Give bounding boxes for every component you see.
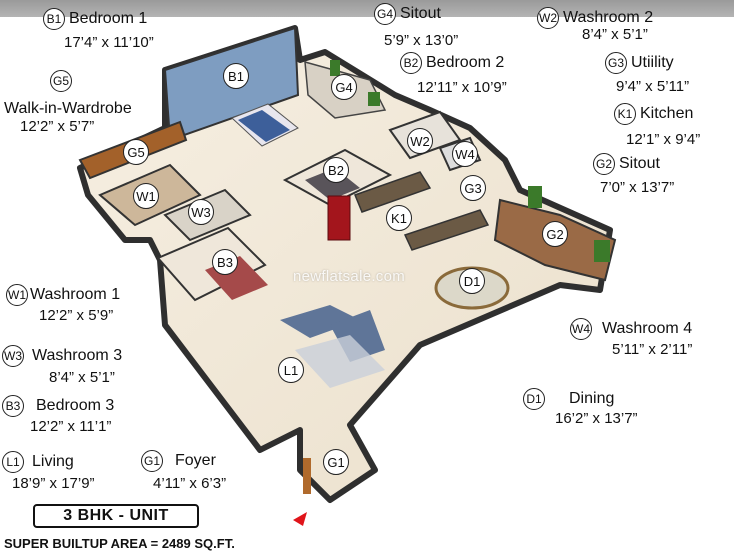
badge-w1: W1 (6, 284, 28, 306)
kitchen-counter-2 (403, 209, 490, 251)
floor-slab (77, 25, 613, 503)
legend-g1-name: Foyer (175, 452, 216, 469)
legend-b2-dims: 12’11” x 10’9” (417, 79, 507, 96)
legend-g5-dims: 12’2” x 5’7” (20, 118, 95, 135)
watermark: newflatsale.com (293, 268, 406, 285)
legend-b3: B3 Bedroom 3 (2, 395, 114, 417)
legend-g1-dims: 4’11” x 6’3” (153, 475, 227, 492)
legend-g3-name: Utiility (631, 54, 674, 71)
legend-g2-name: Sitout (619, 155, 660, 172)
legend-g5-name: Walk-in-Wardrobe (4, 100, 132, 117)
badge-b2: B2 (400, 52, 422, 74)
legend-w4-name: Washroom 4 (602, 320, 693, 337)
badge-w4: W4 (570, 318, 592, 340)
legend-d1-dims: 16’2” x 13’7” (555, 410, 638, 427)
tag-b2: B2 (323, 157, 349, 183)
legend-g4-name: Sitout (400, 5, 441, 22)
tag-w1: W1 (133, 183, 159, 209)
legend-l1: L1 Living (2, 451, 74, 473)
legend-w3-dims: 8’4” x 5’1” (49, 369, 115, 386)
tag-g2: G2 (542, 221, 568, 247)
legend-w2-dims: 8’4” x 5’1” (582, 26, 648, 43)
badge-k1: K1 (614, 103, 636, 125)
legend-b1-dims: 17’4” x 11’10” (64, 34, 154, 51)
legend-k1-dims: 12’1” x 9’4” (626, 131, 701, 148)
legend-l1-dims: 18’9” x 17’9” (12, 475, 95, 492)
legend-k1-name: Kitchen (640, 105, 694, 122)
badge-b1: B1 (43, 8, 65, 30)
tag-b3: B3 (212, 249, 238, 275)
living-rug (295, 335, 385, 388)
legend-b3-dims: 12’2” x 11’1” (30, 418, 112, 435)
badge-b3: B3 (2, 395, 24, 417)
tag-w2: W2 (407, 128, 433, 154)
legend-g2-dims: 7’0” x 13’7” (600, 179, 675, 196)
badge-g2: G2 (593, 153, 615, 175)
badge-w3: W3 (2, 345, 24, 367)
legend-b3-name: Bedroom 3 (36, 397, 115, 414)
legend-w4: W4 Washroom 4 (570, 318, 692, 340)
tag-g3: G3 (460, 175, 486, 201)
legend-w3-name: Washroom 3 (32, 347, 123, 364)
legend-b1-name: Bedroom 1 (69, 10, 148, 27)
badge-g3: G3 (605, 52, 627, 74)
tag-w3: W3 (188, 199, 214, 225)
legend-d1-name: Dining (569, 390, 615, 407)
kitchen-counter (354, 171, 432, 213)
legend-d1: D1 Dining (523, 388, 614, 410)
super-builtup-area: SUPER BUILTUP AREA = 2489 SQ.FT. (4, 536, 235, 551)
legend-w1-name: Washroom 1 (30, 286, 121, 303)
legend-g4-dims: 5’9” x 13’0” (384, 32, 459, 49)
legend-g5: G5 (50, 70, 72, 92)
tag-d1: D1 (459, 268, 485, 294)
tag-l1: L1 (278, 357, 304, 383)
badge-d1: D1 (523, 388, 545, 410)
badge-g1: G1 (141, 450, 163, 472)
tag-g1: G1 (323, 449, 349, 475)
foyer-door (303, 458, 311, 494)
tag-b1: B1 (223, 63, 249, 89)
fridge (327, 195, 351, 241)
tag-w4: W4 (452, 141, 478, 167)
badge-l1: L1 (2, 451, 24, 473)
unit-type-label: 3 BHK - UNIT (33, 504, 199, 528)
bedroom3-floor (156, 226, 267, 302)
legend-w4-dims: 5’11” x 2’11” (612, 341, 693, 358)
legend-g3-dims: 9’4” x 5’11” (616, 78, 690, 95)
legend-w3: W3 Washroom 3 (2, 345, 122, 367)
living-sofa (280, 305, 360, 338)
legend-g1: G1 Foyer (141, 450, 216, 472)
legend-w2-name: Washroom 2 (563, 9, 654, 26)
entrance-arrow-icon (293, 512, 307, 526)
badge-g5: G5 (50, 70, 72, 92)
tag-k1: K1 (386, 205, 412, 231)
legend-b2-name: Bedroom 2 (426, 54, 505, 71)
tag-g5: G5 (123, 139, 149, 165)
badge-w2: W2 (537, 7, 559, 29)
legend-l1-name: Living (32, 453, 74, 470)
badge-g4: G4 (374, 3, 396, 25)
legend-w1-dims: 12’2” x 5’9” (39, 307, 114, 324)
tag-g4: G4 (331, 74, 357, 100)
bedroom2-bed (305, 168, 360, 200)
